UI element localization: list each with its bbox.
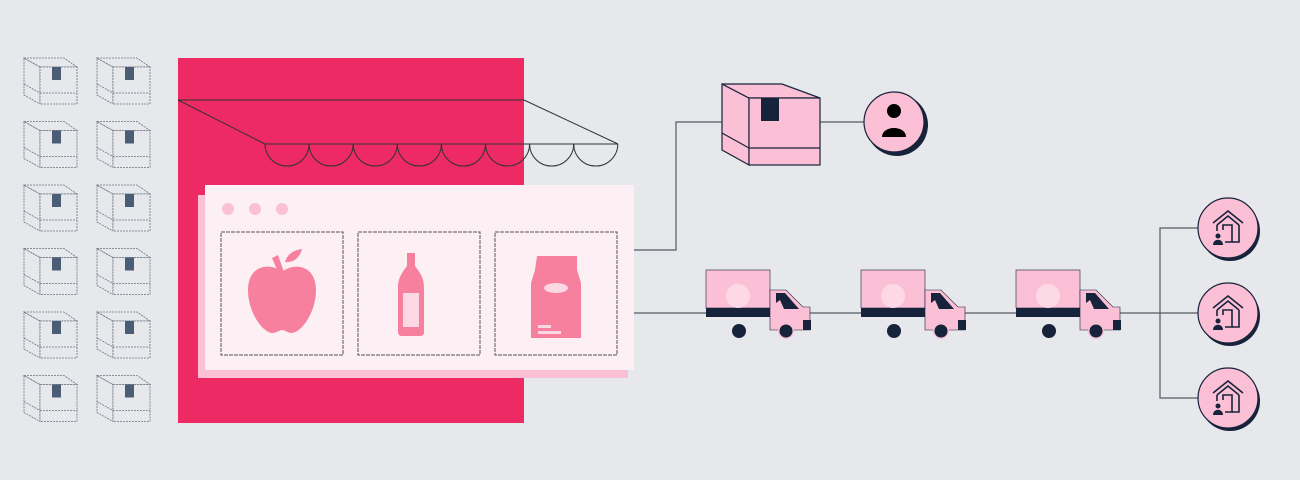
home-delivery-icon bbox=[1197, 367, 1260, 431]
warehouse-boxes bbox=[22, 57, 152, 423]
bag-icon bbox=[531, 256, 581, 338]
warehouse-box-icon bbox=[95, 311, 152, 359]
delivery-trucks bbox=[705, 269, 1121, 339]
warehouse-box-icon bbox=[95, 120, 152, 169]
apple-icon bbox=[248, 249, 316, 333]
product-tile-apple bbox=[220, 231, 344, 356]
browser-window bbox=[198, 185, 634, 378]
bottle-icon bbox=[398, 253, 424, 336]
warehouse-box-icon bbox=[22, 57, 79, 105]
warehouse-box-icon bbox=[22, 184, 79, 232]
person-icon bbox=[863, 91, 928, 156]
truck-icon bbox=[1015, 269, 1121, 339]
warehouse-box-icon bbox=[22, 311, 79, 359]
home-delivery-icon bbox=[1197, 282, 1260, 346]
package-icon bbox=[721, 83, 821, 167]
window-dot-icon bbox=[276, 203, 288, 215]
warehouse-box-icon bbox=[22, 247, 79, 296]
warehouse-box-icon bbox=[95, 247, 152, 296]
warehouse-box-icon bbox=[22, 120, 79, 169]
product-tile-bottle bbox=[357, 231, 481, 356]
warehouse-box-icon bbox=[95, 57, 152, 105]
window-dot-icon bbox=[249, 203, 261, 215]
truck-icon bbox=[705, 269, 811, 339]
warehouse-box-icon bbox=[95, 374, 152, 423]
awning bbox=[177, 99, 619, 167]
product-tile-bag bbox=[494, 231, 618, 356]
home-destinations bbox=[1197, 197, 1260, 431]
truck-icon bbox=[860, 269, 966, 339]
window-dot-icon bbox=[222, 203, 234, 215]
home-delivery-icon bbox=[1197, 197, 1260, 261]
warehouse-box-icon bbox=[95, 184, 152, 232]
warehouse-box-icon bbox=[22, 374, 79, 423]
